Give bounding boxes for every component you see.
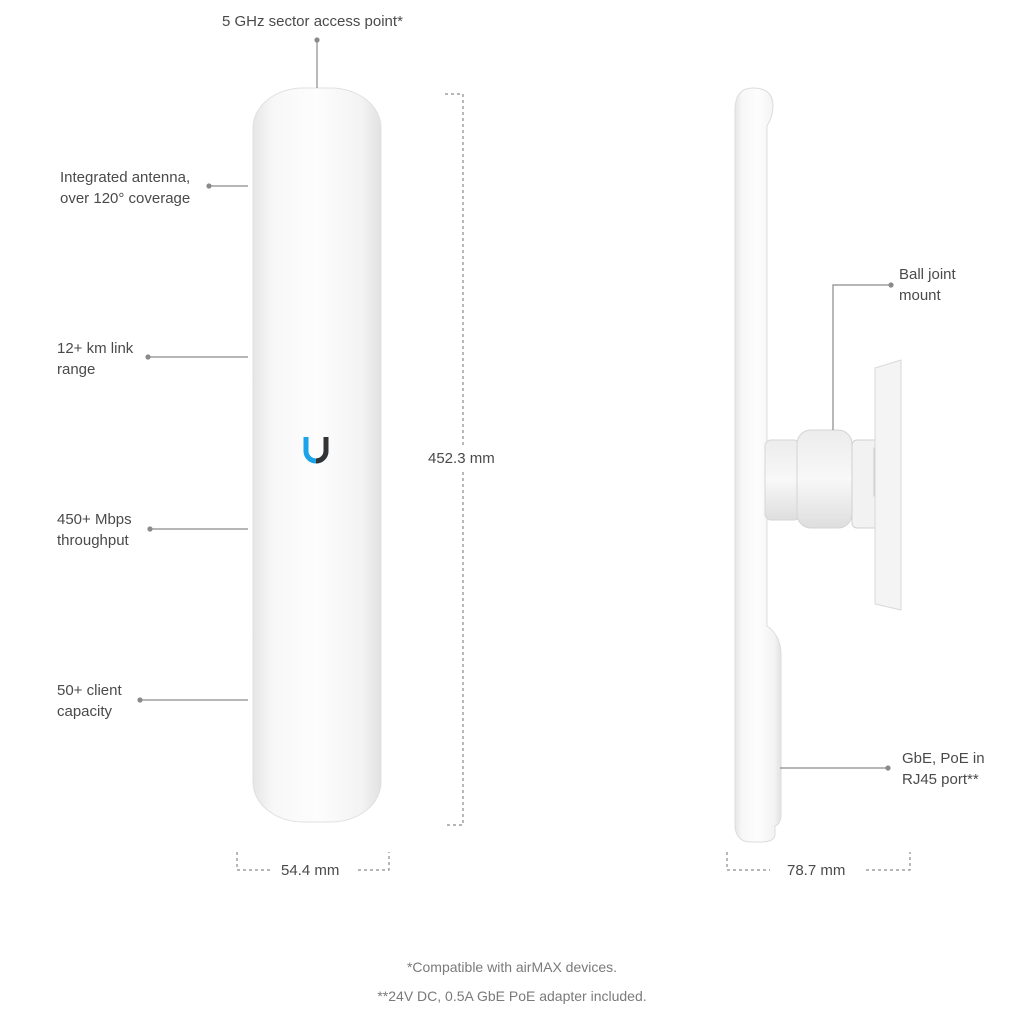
callout-line: 450+ Mbps [57,511,132,528]
ubiquiti-logo-icon [303,437,329,464]
callout-range: 12+ km link range [57,338,133,380]
callout-sector-ap: 5 GHz sector access point* [222,13,403,30]
front-view-device [252,87,382,823]
callout-line: 12+ km link [57,340,134,357]
footnote: **24V DC, 0.5A GbE PoE adapter included. [377,988,647,1004]
leader-lines [137,37,894,771]
callout-line: range [57,361,96,378]
callout-line: capacity [57,703,113,720]
callout-clients: 50+ client capacity [57,680,122,722]
callout-line: Integrated antenna, [60,169,191,186]
side-depth-dimension: 78.7 mm [787,862,846,879]
callout-line: 50+ client [57,682,122,699]
callout-throughput: 450+ Mbps throughput [57,509,132,551]
callout-mount: Ball joint mount [899,264,956,306]
dimension-lines [236,93,911,871]
footnote: *Compatible with airMAX devices. [406,959,618,975]
callout-line: over 120° coverage [60,190,191,207]
callout-line: Ball joint [899,266,956,283]
front-width-dimension: 54.4 mm [281,862,340,879]
callout-antenna: Integrated antenna, over 120° coverage [60,167,190,209]
callout-line: RJ45 port** [902,771,979,788]
height-dimension: 452.3 mm [428,448,495,469]
side-view-device [734,87,902,843]
callout-line: throughput [57,532,129,549]
callout-line: GbE, PoE in [902,750,985,767]
callout-port: GbE, PoE in RJ45 port** [902,748,985,790]
callout-line: mount [899,287,941,304]
